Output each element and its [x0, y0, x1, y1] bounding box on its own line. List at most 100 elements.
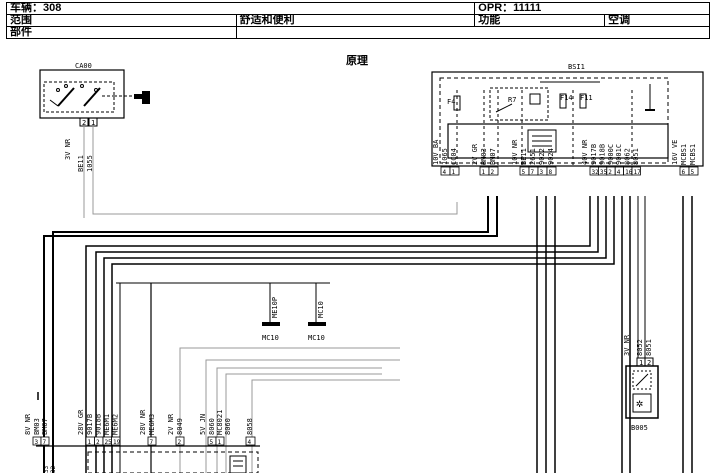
relay-r7-label: R7 — [508, 96, 516, 104]
connector-pin-number: 5 — [691, 169, 695, 176]
svg-text:MC10: MC10 — [317, 301, 325, 318]
gear-icon: ✲ — [636, 396, 643, 410]
wire-code: 8060 — [224, 418, 232, 435]
connector-pin-number: 1 — [88, 439, 92, 446]
wire-code: BE11 — [520, 148, 528, 165]
section-title: 原理 — [346, 55, 368, 67]
svg-text:ME10P: ME10P — [271, 297, 279, 318]
wire-code: 2651 — [529, 148, 537, 165]
wire-code: BM07 — [489, 148, 497, 165]
wire-code: 32 — [50, 465, 57, 473]
ground-me10p: ME10P MC10 — [262, 297, 280, 342]
wire-code: ME6M1 — [103, 414, 111, 435]
connector-label: 10V BA — [432, 139, 440, 165]
wire-code: BM03 — [480, 148, 488, 165]
wire-code: ME6M2 — [112, 414, 120, 435]
wire-code: 9000C — [607, 144, 615, 165]
wire-code: 9024 — [547, 148, 555, 165]
parts-value — [235, 26, 711, 39]
connector-pin-number: 2 — [178, 439, 182, 446]
ca00-label: CA00 — [75, 62, 92, 70]
wire-code: 9018B — [598, 144, 606, 165]
connector-pin-number: 1 — [482, 169, 486, 176]
connector-pin — [245, 436, 256, 446]
connector-pin-number: 17 — [634, 169, 642, 176]
wire-code: BM07 — [41, 418, 49, 435]
connector-label: 8V NR — [24, 413, 32, 435]
svg-text:1: 1 — [91, 119, 95, 127]
wire-code: 9018B — [95, 414, 103, 435]
connector-pin-number: 8 — [549, 169, 553, 176]
wire-code: 8049 — [176, 418, 184, 435]
ground-mc10-b-label: MC10 — [308, 334, 325, 342]
svg-text:BE11: BE11 — [77, 155, 85, 172]
wire-code: CC04 — [450, 148, 458, 165]
connector-label: 16V VE — [671, 140, 679, 165]
connector-pin-number: 19 — [113, 439, 121, 446]
connector-pin-number: 7 — [531, 169, 535, 176]
connector-label: 40V NR — [581, 139, 589, 165]
connector-pin-number: 2 — [491, 169, 495, 176]
wire-code: 9022 — [538, 148, 546, 165]
connector-pin — [40, 436, 50, 446]
connector-pin-number: 2 — [608, 169, 612, 176]
connector-pin-number: 16 — [625, 169, 633, 176]
wire-code: 8060 — [208, 418, 216, 435]
wire-code: MC8021 — [216, 410, 224, 435]
wire-code: 9017B — [590, 144, 598, 165]
connector-label: 28V NR — [139, 409, 147, 435]
connector-pin-number: 3 — [35, 439, 39, 446]
wire-code: 9001C — [615, 144, 623, 165]
key-icon — [134, 91, 150, 104]
svg-text:2: 2 — [647, 359, 651, 367]
connector-pin-number: 4 — [248, 439, 252, 446]
fuse-f4-label: F4 — [447, 98, 455, 106]
connector-pin-number: 3 — [540, 169, 544, 176]
connector-pin — [631, 166, 641, 176]
connector-label: 2V NR — [167, 413, 175, 435]
connector-pin — [488, 166, 499, 176]
wire-code: 8062 — [624, 148, 632, 165]
connector-pin-number: 2 — [96, 439, 100, 446]
svg-text:8051: 8051 — [645, 339, 653, 356]
connector-pin — [147, 436, 157, 446]
ca00-component: CA00 2 1 3V NR BE11 1055 — [39, 62, 150, 172]
connector-pin-number: 6 — [682, 169, 686, 176]
svg-text:8052: 8052 — [636, 339, 644, 356]
bsi1-component: BSI1 F4 R7 F14 F11 — [431, 63, 704, 167]
wires — [43, 126, 693, 473]
connector-pin — [546, 166, 557, 176]
connector-label: 5V JN — [199, 414, 207, 435]
b005-label: B005 — [631, 424, 648, 432]
connector-label: 2V GR — [471, 143, 479, 165]
connector-pin-number: 4 — [443, 169, 447, 176]
wire-code: ME6M3 — [148, 414, 156, 435]
connector-pin-number: 5 — [210, 439, 214, 446]
connector-pin-number: 25 — [105, 439, 113, 446]
b005-component: 1 2 3V NR 8052 8051 ✲ B005 — [623, 334, 659, 432]
connector-pin — [215, 436, 225, 446]
svg-text:1055: 1055 — [86, 155, 94, 172]
connector-pin-number: 4 — [617, 169, 621, 176]
wire-code: 1065 — [441, 148, 449, 165]
connector-pin-number: 1 — [218, 439, 222, 446]
svg-text:2: 2 — [82, 119, 86, 127]
svg-text:3V NR: 3V NR — [623, 334, 631, 356]
connector-pin — [111, 436, 121, 446]
wire-code: 33 — [43, 465, 50, 473]
svg-text:1: 1 — [639, 359, 643, 367]
wire-code: MCBS1 — [680, 144, 688, 165]
svg-text:3V NR: 3V NR — [64, 138, 72, 160]
